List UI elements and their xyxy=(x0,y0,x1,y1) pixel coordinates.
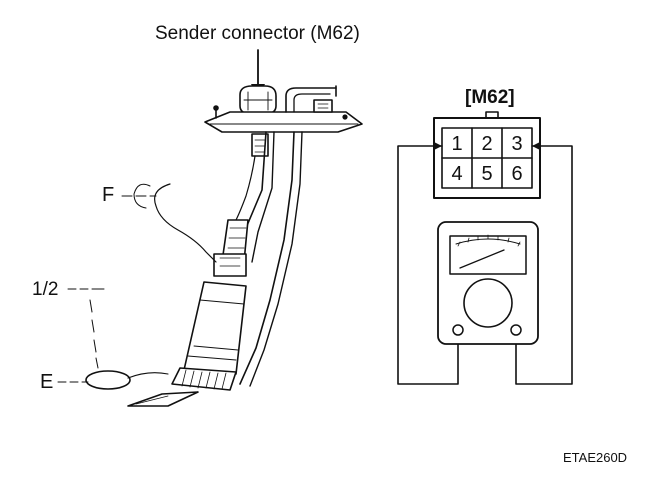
connector-id-label: [M62] xyxy=(465,87,515,108)
sender-connector-label: Sender connector (M62) xyxy=(155,23,360,44)
float-half-label: 1/2 xyxy=(32,279,59,300)
figure-code: ETAE260D xyxy=(563,450,628,465)
float-empty-label: E xyxy=(40,371,54,393)
pin-3-label: 3 xyxy=(511,133,523,155)
pin-2-label: 2 xyxy=(481,133,493,155)
pin-6-label: 6 xyxy=(511,163,523,185)
pin-4-label: 4 xyxy=(451,163,463,185)
m62-connector-test xyxy=(397,111,573,385)
float-full-label: F xyxy=(102,184,115,206)
pin-1-label: 1 xyxy=(451,133,463,155)
fuel-sender-assembly xyxy=(57,49,363,407)
pin-5-label: 5 xyxy=(481,163,493,185)
